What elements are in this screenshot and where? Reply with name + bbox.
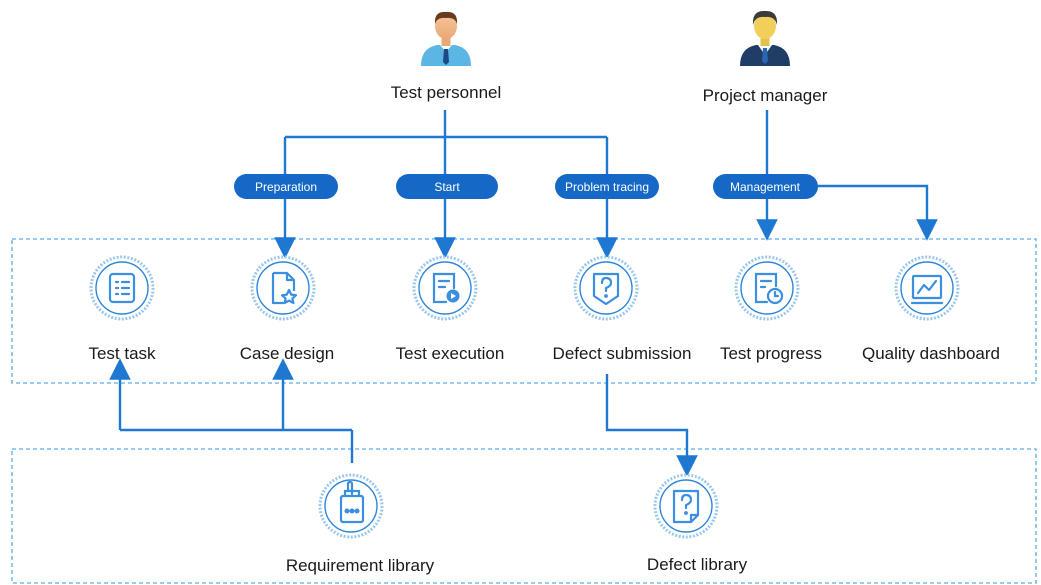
module-test-execution[interactable] [412, 255, 478, 321]
libraries-group-box [11, 448, 1037, 584]
module-test-task[interactable] [89, 255, 155, 321]
module-case-design[interactable] [250, 255, 316, 321]
module-quality-dashboard[interactable] [894, 255, 960, 321]
task-list-icon [108, 272, 136, 304]
document-clock-icon [754, 272, 784, 305]
library-requirement[interactable] [318, 473, 384, 539]
module-label-test-execution: Test execution [395, 344, 505, 363]
action-pill-start[interactable]: Start [396, 174, 498, 199]
clipboard-icon [339, 480, 365, 524]
action-label: Preparation [255, 180, 317, 194]
manager-avatar-icon [740, 10, 790, 66]
module-label-defect-submission: Defect submission [552, 344, 692, 363]
tester-avatar-icon [421, 11, 471, 66]
action-pill-preparation[interactable]: Preparation [234, 174, 338, 199]
role-label-project-manager: Project manager [702, 86, 828, 105]
module-test-progress[interactable] [734, 255, 800, 321]
action-pill-management[interactable]: Management [713, 174, 818, 199]
action-label: Management [730, 180, 801, 194]
line-chart-icon [910, 274, 944, 305]
library-defect[interactable] [653, 473, 719, 539]
connectors [109, 110, 938, 477]
question-shield-icon [592, 272, 620, 306]
action-label: Problem tracing [565, 180, 649, 194]
connector-defect-submission-library [605, 374, 698, 477]
role-label-test-personnel: Test personnel [390, 83, 502, 102]
document-play-icon [432, 272, 460, 304]
action-label: Start [434, 180, 460, 194]
library-label-requirement: Requirement library [285, 556, 435, 575]
document-star-icon [271, 271, 298, 305]
connector-management-quality-dashboard [818, 184, 938, 241]
modules-group-box [11, 238, 1037, 384]
action-pill-problem-tracing[interactable]: Problem tracing [555, 174, 659, 199]
module-label-test-progress: Test progress [719, 344, 823, 363]
module-label-test-task: Test task [88, 344, 156, 363]
module-label-quality-dashboard: Quality dashboard [862, 344, 1000, 363]
library-label-defect: Defect library [646, 555, 748, 574]
question-document-icon [672, 489, 700, 524]
module-label-case-design: Case design [239, 344, 335, 363]
module-defect-submission[interactable] [573, 255, 639, 321]
